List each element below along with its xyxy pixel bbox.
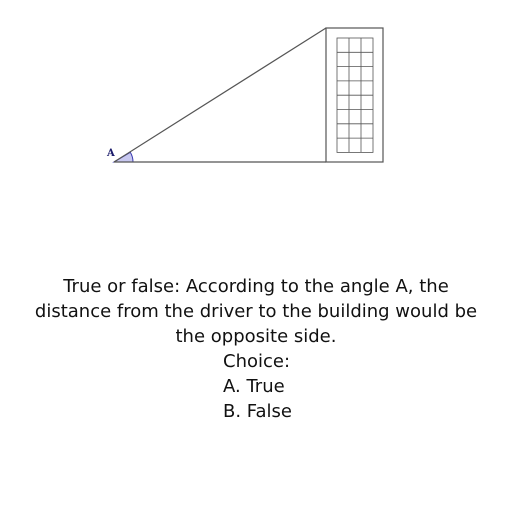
building-windows <box>336 37 374 153</box>
option-a[interactable]: A. True <box>223 376 285 397</box>
line-of-sight <box>113 27 327 163</box>
question-text: True or false: According to the angle A,… <box>34 276 478 347</box>
question-block: True or false: According to the angle A,… <box>0 274 512 424</box>
choice-area: Choice: A. True B. False <box>223 349 292 424</box>
option-b[interactable]: B. False <box>223 401 292 422</box>
triangle-building-diagram: A <box>106 27 384 163</box>
angle-a-label: A <box>106 148 115 159</box>
choice-heading: Choice: <box>223 351 291 372</box>
building <box>325 27 384 163</box>
